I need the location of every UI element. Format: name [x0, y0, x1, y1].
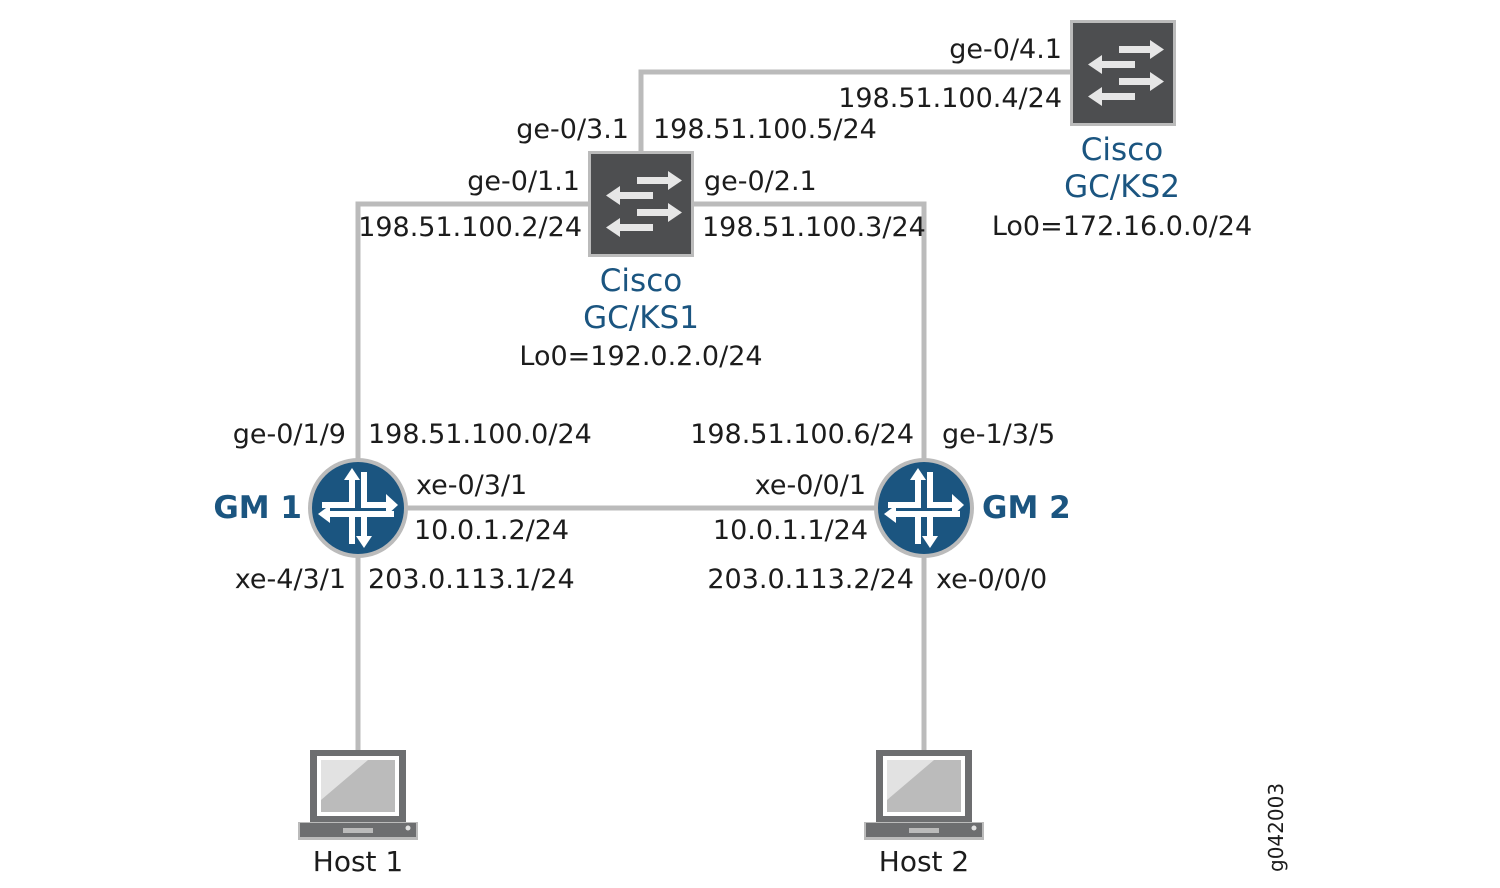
gm1-down-ip-label: 203.0.113.1/24 [368, 564, 575, 595]
gm1-right-ip-label: 10.0.1.2/24 [414, 515, 569, 546]
link-ks1-ks2 [638, 69, 1070, 152]
gm2-up-interface-label: ge-1/3/5 [942, 419, 1055, 450]
laptop-icon [298, 750, 418, 840]
ks1-name-line2: GC/KS1 [583, 300, 699, 336]
gm2-down-interface-label: xe-0/0/0 [936, 564, 1047, 595]
gm1-up-interface-label: ge-0/1/9 [233, 419, 346, 450]
host1-laptop[interactable] [298, 750, 418, 840]
ks2-ip-label: 198.51.100.4/24 [838, 83, 1062, 114]
ks1-right-ip-label: 198.51.100.3/24 [702, 212, 926, 243]
gm1-up-ip-label: 198.51.100.0/24 [368, 419, 592, 450]
gm2-up-ip-label: 198.51.100.6/24 [690, 419, 914, 450]
figure-id: g042003 [1264, 783, 1288, 872]
ks1-name-line1: Cisco [600, 263, 682, 299]
gm2-left-interface-label: xe-0/0/1 [755, 470, 866, 501]
laptop-icon [864, 750, 984, 840]
gm2-down-ip-label: 203.0.113.2/24 [707, 564, 914, 595]
switch-ks1[interactable] [588, 151, 694, 257]
gm1-name: GM 1 [213, 490, 302, 526]
router-icon [874, 458, 974, 558]
router-gm2[interactable] [874, 458, 974, 558]
ks1-left-interface-label: ge-0/1.1 [467, 166, 580, 197]
host2-laptop[interactable] [864, 750, 984, 840]
ks2-interface-label: ge-0/4.1 [949, 34, 1062, 65]
ks2-loopback-label: Lo0=172.16.0.0/24 [992, 211, 1252, 242]
host1-label: Host 1 [313, 845, 403, 878]
gm2-left-ip-label: 10.0.1.1/24 [713, 515, 868, 546]
ks1-left-ip-label: 198.51.100.2/24 [358, 212, 582, 243]
gm1-down-interface-label: xe-4/3/1 [235, 564, 346, 595]
host2-label: Host 2 [879, 845, 969, 878]
link-ks1-gm2 [692, 201, 927, 462]
router-icon [308, 458, 408, 558]
gm1-right-interface-label: xe-0/3/1 [416, 470, 527, 501]
ks1-loopback-label: Lo0=192.0.2.0/24 [519, 341, 762, 372]
ks1-right-interface-label: ge-0/2.1 [704, 166, 817, 197]
ks1-up-interface-label: ge-0/3.1 [516, 114, 629, 145]
gm2-name: GM 2 [982, 490, 1071, 526]
ks1-up-ip-label: 198.51.100.5/24 [653, 114, 877, 145]
switch-ks2[interactable] [1070, 20, 1176, 126]
link-ks1-gm1 [355, 201, 590, 462]
ks2-name-line2: GC/KS2 [1064, 169, 1180, 205]
router-gm1[interactable] [308, 458, 408, 558]
ks2-name-line1: Cisco [1081, 132, 1163, 168]
